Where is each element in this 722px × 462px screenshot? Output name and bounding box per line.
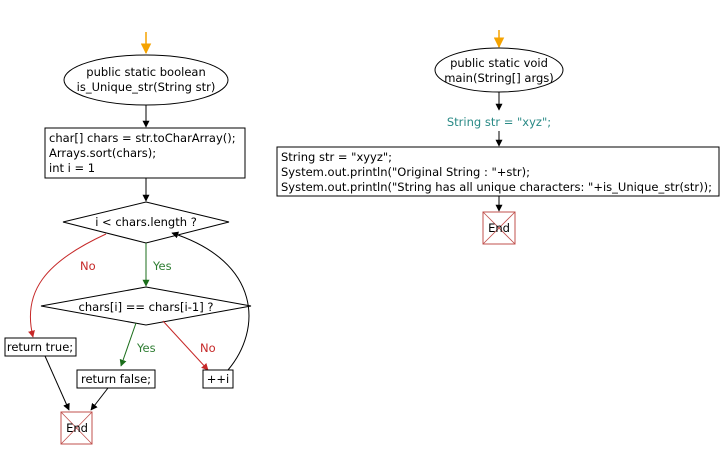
arrow-compare-yes [119,322,137,367]
return-false-text: return false; [81,372,151,386]
init-line3: int i = 1 [49,161,95,175]
loop-yes-label: Yes [152,259,172,273]
body-line2: System.out.println("Original String : "+… [281,165,530,179]
init-line2: Arrays.sort(chars); [49,146,156,160]
left-end-text: End [66,421,88,435]
right-flowchart: public static void main(String[] args) S… [276,30,720,245]
right-end-node: End [482,211,516,245]
right-start-node: public static void main(String[] args) [434,47,564,93]
compare-yes-label: Yes [136,341,156,355]
arrow-return-true-to-end [44,355,70,411]
body-line1: String str = "xyyz"; [281,150,392,164]
arrow-increment-loopback [171,231,250,371]
body-line3: System.out.println("String has all uniqu… [281,180,712,194]
init-line1: char[] chars = str.toCharArray(); [49,131,236,145]
right-start-line2: main(String[] args) [444,71,554,85]
left-init-process: char[] chars = str.toCharArray(); Arrays… [44,127,246,179]
loop-condition-text: i < chars.length ? [95,215,197,229]
right-body-process: String str = "xyyz"; System.out.println(… [276,146,720,197]
right-start-line1: public static void [450,56,548,70]
left-flowchart: public static boolean is_Unique_str(Stri… [4,32,252,445]
compare-decision: chars[i] == chars[i-1] ? [40,286,252,326]
left-end-node: End [60,411,93,445]
compare-no-label: No [200,341,216,355]
return-false-box: return false; [76,369,156,389]
loop-no-label: No [80,259,96,273]
arrow-loop-no [28,233,107,338]
return-true-box: return true; [4,337,77,357]
arrow-compare-no [162,320,209,371]
left-start-line2: is_Unique_str(String str) [77,80,216,94]
left-start-line1: public static boolean [86,65,205,79]
left-start-node: public static boolean is_Unique_str(Stri… [63,54,229,106]
right-end-text: End [488,221,510,235]
increment-box: ++i [202,369,234,389]
loop-decision: i < chars.length ? [62,201,230,244]
compare-condition-text: chars[i] == chars[i-1] ? [79,300,214,314]
increment-text: ++i [207,372,229,386]
arrow-return-false-to-end [90,387,109,411]
return-true-text: return true; [7,340,73,354]
input-label: String str = "xyz"; [447,115,551,129]
